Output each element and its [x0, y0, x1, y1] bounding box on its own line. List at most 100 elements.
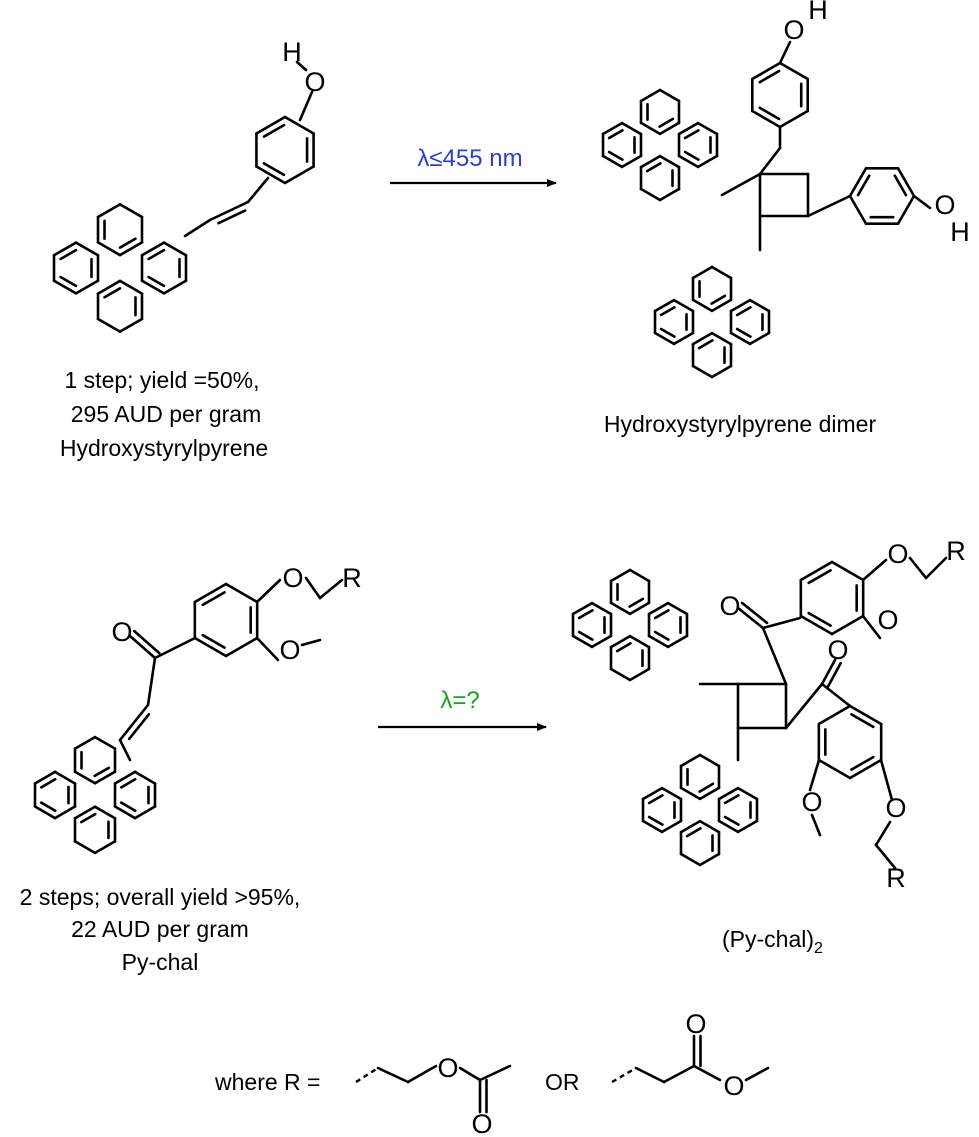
pyrene-dimer-top-ring-1-bond-0-inner — [658, 117, 675, 128]
pyrene-dimer-top-ring-0-bond-3-inner — [607, 129, 624, 140]
r1-carbonyl-oxygen: O — [471, 1109, 492, 1137]
phenol-right-hydrogen: H — [950, 217, 970, 247]
dimer-phenol-top-bond-2-inner — [758, 69, 781, 84]
r1-ester-oxygen: O — [437, 1053, 458, 1083]
pyrene-chal-ring-2-bond-1-inner — [119, 801, 137, 813]
pc-carbonyl-right-oxygen: O — [827, 635, 848, 665]
o-h-bond — [295, 60, 308, 72]
pyrene-dimer-top-ring-3-bond-1 — [639, 187, 662, 202]
pyrene-dimer-top-ring-1-bond-4 — [658, 88, 681, 103]
chal-methoxy-oxygen: O — [279, 635, 300, 665]
pyrene-pc-bottom-ring-2-bond-3-inner — [723, 794, 740, 805]
dimer-phenol-top-bond-0 — [750, 109, 782, 129]
pyrene-1-ring-1-bond-4 — [118, 203, 144, 219]
pyrene-1-ring-1-bond-0-inner — [118, 237, 137, 249]
phenol-1-bond-3 — [283, 115, 315, 135]
pyrene-dimer-top-ring-0-bond-1-inner — [607, 150, 624, 161]
r2-ester-oxygen: O — [723, 1071, 744, 1101]
pyrene-pc-bottom-ring-2-bond-1 — [717, 819, 740, 834]
pyrene-pc-bottom-ring-0-bond-4 — [660, 786, 683, 801]
pyrene-1-ring-3-bond-4 — [118, 279, 144, 295]
pc-top-r-group: R — [946, 536, 966, 566]
reactant-1-caption-line-1: 1 step; yield =50%, — [65, 367, 260, 393]
pyrene-dimer-bottom-ring-3-bond-3-inner — [697, 339, 714, 350]
pyrene-pc-top-ring-2-bond-1-inner — [653, 630, 670, 641]
pyrene-chal-ring-0-bond-1 — [33, 805, 57, 820]
pyrene-chal-ring-1-bond-1 — [73, 770, 97, 785]
r1-chain-b — [406, 1064, 438, 1084]
reactant-2-caption-line-2: 22 AUD per gram — [71, 916, 249, 942]
r1-attachment-dash — [355, 1066, 379, 1084]
pyrene-pc-bottom-ring-0-bond-1-inner — [647, 815, 664, 826]
pyrene-chal-ring-0-bond-0 — [53, 805, 77, 820]
pyrene-pc-bottom-ring-2-bond-3 — [717, 786, 740, 801]
pyrene-dimer-top-ring-3-bond-4 — [658, 154, 681, 169]
pc-aryl-top-bond-2 — [799, 560, 834, 582]
pyrene-pc-bottom-ring-1-bond-0-inner — [698, 782, 715, 793]
pyrene-pc-top-ring-2-bond-1 — [647, 634, 670, 649]
phenol-top-oxygen: O — [783, 15, 804, 45]
pyrene-chal-ring-2-bond-3 — [113, 770, 137, 785]
phenol-right-o-bond — [912, 194, 932, 210]
reaction-2: λ=? 2 steps; overall yield >95%, 22 AUD … — [20, 687, 823, 975]
pyrene-1-ring-0-bond-1 — [52, 279, 78, 295]
pc-carbonyl-right-c — [784, 682, 824, 730]
pyrene-chal-ring-3-bond-4 — [93, 805, 117, 820]
pyrene-dimer-bottom-ring-1-bond-0-inner — [710, 294, 727, 305]
pyrene-dimer-bottom-ring-0-bond-0 — [672, 331, 695, 346]
or-label: OR — [545, 1069, 580, 1095]
chal-ch2-b — [318, 578, 344, 600]
pyrene-pc-bottom-ring-0-bond-0 — [660, 819, 683, 834]
pyrene-dimer-bottom-ring-2-bond-1-inner — [735, 327, 752, 338]
dimer-phenol-right-bond-5-inner — [893, 174, 908, 197]
pyrene-pc-top-ring-3-bond-3 — [609, 634, 632, 649]
phenol-1-bond-5 — [283, 165, 315, 185]
pyrene-chal-ring-2-bond-1 — [113, 805, 137, 820]
pyrene-chal-ring-2-bond-3-inner — [119, 777, 137, 789]
chal-aryl-bond-5 — [224, 636, 259, 658]
pyrene-chal-ring-1-bond-0 — [93, 770, 117, 785]
chal-aryl-bond-2 — [193, 582, 228, 604]
pyrene-1-ring-0-bond-1-inner — [59, 275, 78, 288]
pc-aryl-bottom-link — [820, 682, 852, 708]
r-group-definition: where R = OR — [214, 1069, 580, 1095]
pyrene-pc-top-ring-2-bond-0 — [666, 634, 689, 649]
pyrene-pc-bottom-ring-2-bond-0 — [736, 819, 759, 834]
pyrene-pc-top-ring-0-bond-3-inner — [577, 609, 594, 620]
pyrene-dimer-top-ring-2-bond-1-inner — [683, 150, 700, 161]
pyrene-pc-bottom-ring-0-bond-3 — [641, 786, 664, 801]
r1-chain-c — [458, 1066, 482, 1082]
pyrene-dimer-bottom-ring-1-bond-4 — [710, 265, 733, 280]
pyrene-dimer-bottom-ring-2-bond-0 — [748, 331, 771, 346]
pyrene-dimer-bottom-ring-2-bond-1 — [729, 331, 752, 346]
pc-carbonyl-top-o-second — [740, 601, 769, 625]
pyrene-1-ring-0-bond-3-inner — [59, 248, 78, 261]
pyrene-pc-bottom-ring-3-bond-3 — [679, 819, 702, 834]
pc-aryl-top-bond-2-inner — [807, 569, 832, 585]
chal-aryl-bond-2-inner — [201, 591, 226, 607]
bond-lines — [33, 40, 948, 1114]
pyrene-dimer-top-ring-2-bond-3-inner — [683, 129, 700, 140]
chal-carbonyl-oxygen: O — [111, 617, 132, 647]
pyrene-dimer-bottom-ring-1-bond-1 — [691, 298, 714, 313]
pyrene-dimer-bottom-ring-0-bond-3-inner — [659, 306, 676, 317]
pyrene-1-ring-3-bond-0 — [118, 317, 144, 333]
pyrene-pc-bottom-ring-3-bond-0 — [698, 852, 721, 867]
pc-carbonyl-top-oxygen: O — [719, 591, 740, 621]
pyrene-pc-bottom-ring-1-bond-0 — [698, 786, 721, 801]
pyrene-chal-ring-2-bond-4 — [133, 770, 157, 785]
pc-aryl-bottom-bond-5 — [848, 758, 883, 780]
phenol-top-o-bond — [778, 40, 792, 65]
chal-aryl-bond-0 — [193, 636, 228, 658]
r2-attachment-dash — [611, 1066, 637, 1084]
pyrene-pc-bottom-ring-3-bond-3-inner — [685, 827, 702, 838]
pyrene-1-ring-0-bond-3 — [52, 241, 78, 257]
pyrene-pc-top-ring-1-bond-4 — [628, 568, 651, 583]
pyrene-pc-top-ring-1-bond-0-inner — [628, 597, 645, 608]
pc-top-ch2-a — [908, 556, 928, 580]
r2-chain-c — [692, 1064, 722, 1082]
pc-aryl-top-bond-0 — [799, 614, 834, 636]
pyrene-1-ring-2-bond-1 — [140, 279, 166, 295]
pc-aryl-top-bond-3 — [830, 560, 865, 582]
